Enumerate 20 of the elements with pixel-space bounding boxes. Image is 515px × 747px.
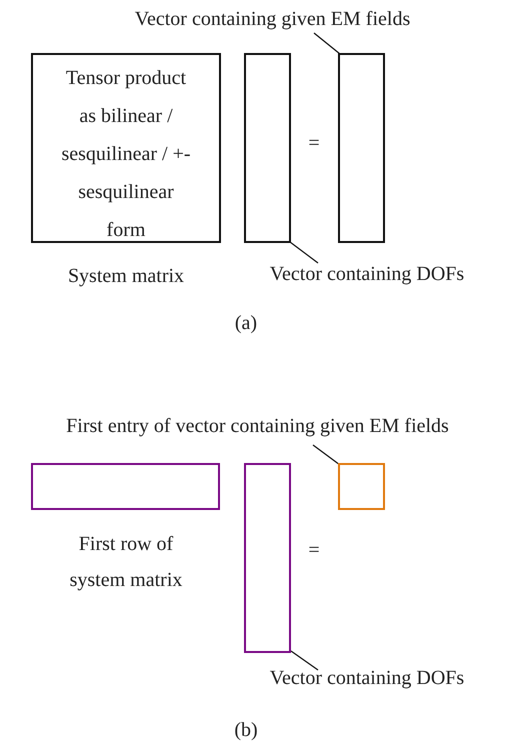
matrix-box — [338, 53, 385, 243]
leader-line — [290, 650, 318, 670]
matrix-box — [338, 463, 385, 510]
matrix-box: Tensor product as bilinear / sesquilinear / +-sesquilinear form — [31, 53, 221, 243]
equals-sign: = — [307, 131, 321, 155]
leader-line — [290, 242, 318, 264]
matrix-box — [244, 53, 291, 243]
panel-label: (b) — [233, 718, 259, 742]
matrix-caption: System matrix — [66, 264, 186, 289]
matrix-box — [31, 463, 220, 510]
callout-text: Vector containing given EM fields — [85, 7, 460, 33]
equals-sign: = — [307, 538, 321, 562]
callout-text: Vector containing DOFs — [232, 262, 502, 288]
leader-line — [312, 444, 340, 466]
callout-text: First entry of vector containing given EM fields — [0, 414, 515, 440]
matrix-caption: First row of system matrix — [68, 532, 184, 593]
callout-text: Vector containing DOFs — [232, 666, 502, 692]
leader-line — [314, 32, 340, 54]
panel-label: (a) — [234, 311, 258, 335]
matrix-box — [244, 463, 291, 653]
